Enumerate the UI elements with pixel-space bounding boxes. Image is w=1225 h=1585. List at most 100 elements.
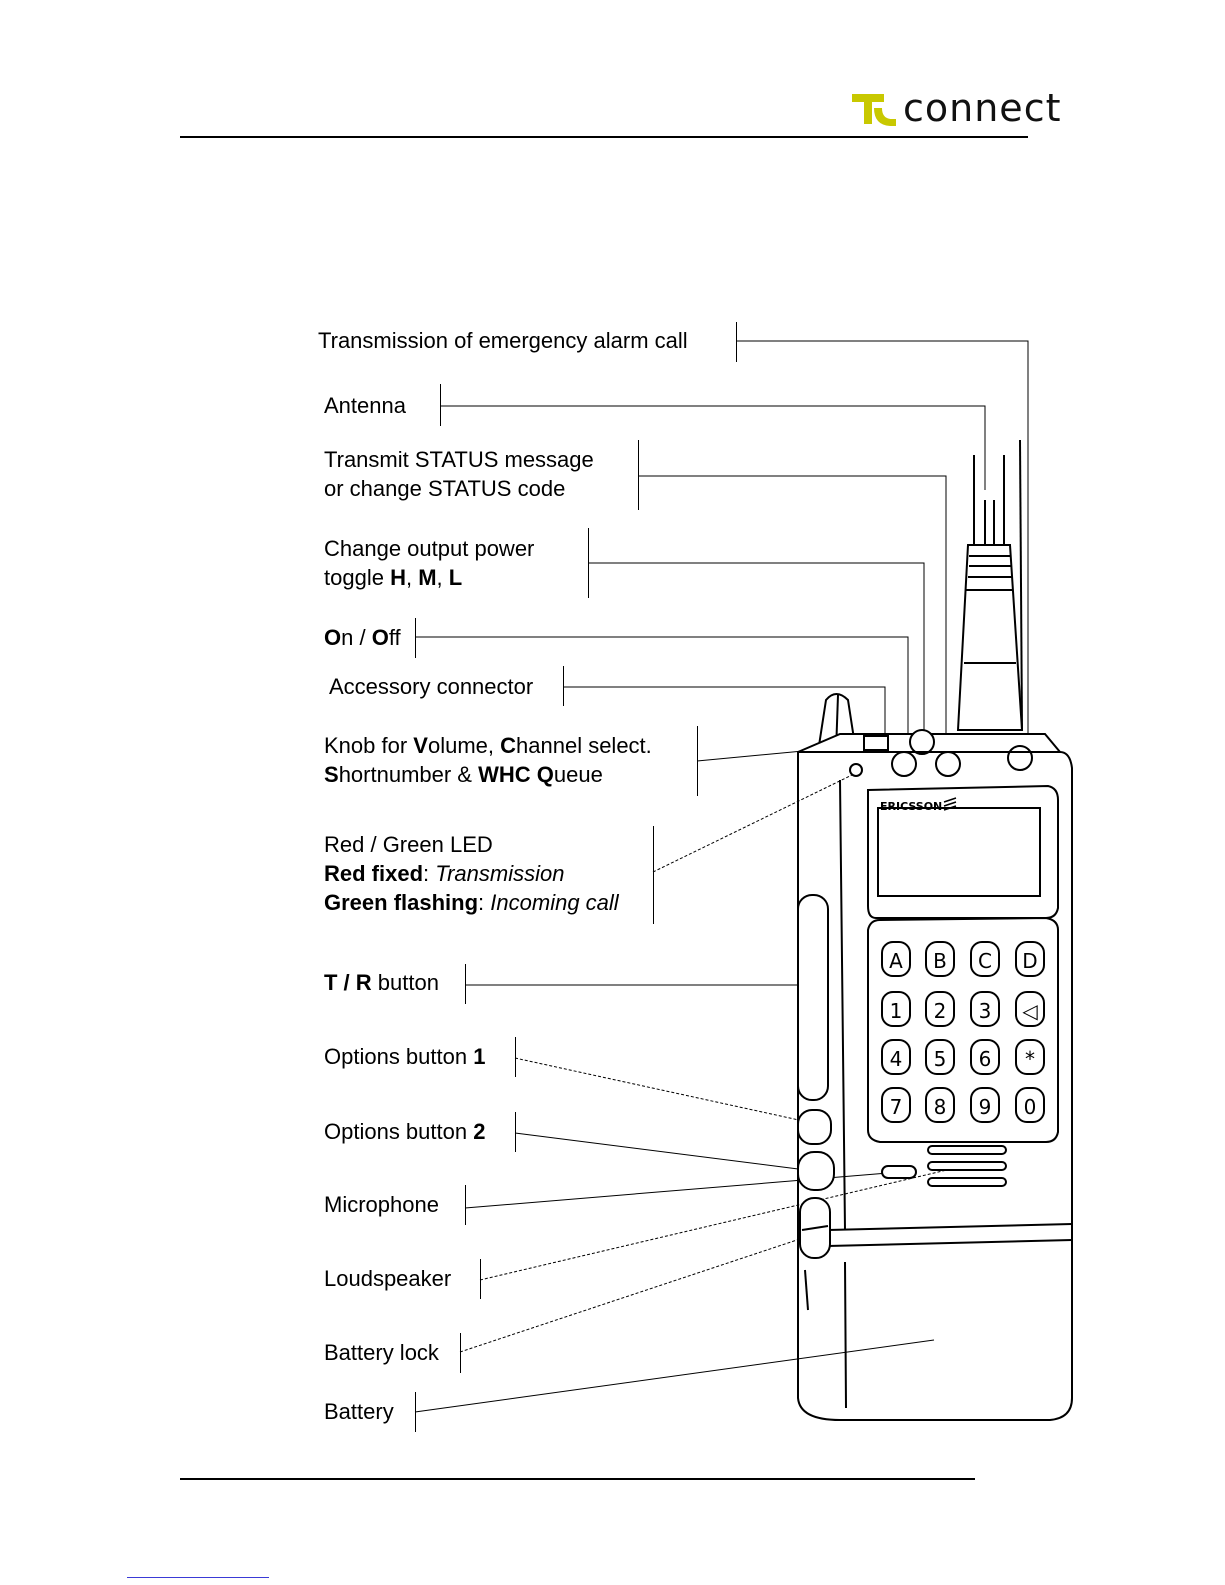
keypad-key-label: D (1022, 949, 1037, 973)
keypad-key-label: ◁ (1021, 999, 1038, 1023)
callout-text: , (436, 565, 449, 590)
logo-text: connect (903, 86, 1062, 130)
callout-text: Knob for (324, 733, 414, 758)
callout-text: Transmission (435, 861, 565, 886)
callout-text: Red fixed (324, 861, 424, 886)
keypad-key-label: 2 (934, 999, 947, 1023)
callout-text: Transmit STATUS message (324, 447, 594, 472)
keypad-key: * (1015, 1039, 1045, 1075)
callout-text: 2 (473, 1119, 486, 1144)
leader-opt2 (514, 1132, 807, 1171)
leader-lines (414, 340, 1029, 1413)
antenna-icon (956, 439, 1024, 731)
callout-line: toggle H, M, L (324, 563, 534, 592)
callout-text: S (324, 762, 339, 787)
tick-antenna (440, 384, 441, 426)
leader-accessory (563, 686, 886, 740)
callout-line: T / R button (324, 968, 439, 997)
keypad-key: 0 (1015, 1087, 1045, 1123)
callout-text: ff (388, 625, 401, 650)
callout-text: , (405, 565, 419, 590)
tick-opt1 (515, 1037, 516, 1077)
label-battery: Battery (324, 1397, 394, 1426)
option-button-2-icon (797, 1151, 835, 1191)
callout-text: Transmission of emergency alarm call (318, 328, 688, 353)
keypad-key: 8 (925, 1087, 955, 1123)
callout-text: Green flashing (324, 890, 479, 915)
leader-led (652, 774, 853, 873)
label-options-button-1: Options button 1 (324, 1042, 485, 1071)
keypad-key: C (970, 941, 1000, 977)
radio-body (797, 751, 1073, 1421)
callout-text: Options button (324, 1119, 474, 1144)
tick-led (653, 826, 654, 924)
label-status: Transmit STATUS message or change STATUS … (324, 445, 594, 503)
label-on-off: On / Off (324, 623, 401, 652)
keypad-key: 7 (881, 1087, 911, 1123)
callout-line: On / Off (324, 623, 401, 652)
tick-opt2 (515, 1112, 516, 1152)
callout-text: toggle (324, 565, 391, 590)
callout-text: Change output power (324, 536, 535, 561)
callout-line: Red fixed: Transmission (324, 859, 619, 888)
label-battery-lock: Battery lock (324, 1338, 439, 1367)
keypad-key: 6 (970, 1039, 1000, 1075)
lcd-screen (877, 807, 1041, 897)
leader-status (638, 475, 947, 758)
leader-antenna (440, 405, 986, 490)
brand-logo-icon (943, 797, 957, 811)
leader-speaker (479, 1164, 969, 1281)
tick-tr (465, 964, 466, 1004)
callout-line: Microphone (324, 1190, 439, 1219)
callout-line: Change output power (324, 534, 534, 563)
keypad-frame (867, 916, 1059, 1143)
keypad-key-label: B (933, 949, 947, 973)
callout-text: olume, (427, 733, 501, 758)
callout-text: Red / Green LED (324, 832, 493, 857)
header-rule (180, 136, 1028, 138)
leader-power (588, 562, 925, 740)
keypad-key-label: 5 (934, 1047, 947, 1071)
loudspeaker-icon (927, 1145, 1007, 1187)
leader-onoff (415, 636, 909, 758)
keypad-key-label: 1 (890, 999, 903, 1023)
keypad-key-label: 3 (979, 999, 992, 1023)
tr-button-icon (797, 894, 829, 1101)
callout-text: C (500, 733, 517, 758)
callout-text: hannel select. (516, 733, 652, 758)
tick-batlock (460, 1333, 461, 1373)
option-button-1-icon (797, 1109, 832, 1145)
keypad-key: 5 (925, 1039, 955, 1075)
display-frame (867, 784, 1059, 919)
callout-text: button (371, 970, 439, 995)
callout-line: Knob for Volume, Channel select. (324, 731, 652, 760)
tick-onoff (415, 618, 416, 658)
keypad-key-label: A (889, 949, 903, 973)
keypad-key: B (925, 941, 955, 977)
callout-line: Options button 1 (324, 1042, 485, 1071)
callout-text: Battery (324, 1399, 394, 1424)
label-emergency-call: Transmission of emergency alarm call (318, 326, 688, 355)
tick-emergency (736, 322, 737, 362)
keypad-key-label: * (1025, 1047, 1035, 1071)
callout-text: : (423, 861, 436, 886)
footer-rule (180, 1478, 975, 1480)
callout-text: or change STATUS code (324, 476, 566, 501)
keypad-key: 4 (881, 1039, 911, 1075)
leader-battery (414, 1339, 935, 1413)
keypad-key-label: C (978, 949, 992, 973)
callout-line: Red / Green LED (324, 830, 619, 859)
callout-line: Options button 2 (324, 1117, 485, 1146)
callout-text: Loudspeaker (324, 1266, 452, 1291)
callout-text: O (324, 625, 342, 650)
keypad-key: ◁ (1015, 991, 1045, 1027)
callout-line: Battery lock (324, 1338, 439, 1367)
label-microphone: Microphone (324, 1190, 439, 1219)
keypad-key-label: 9 (979, 1095, 992, 1119)
callout-line: or change STATUS code (324, 474, 594, 503)
leader-opt1 (514, 1057, 809, 1123)
